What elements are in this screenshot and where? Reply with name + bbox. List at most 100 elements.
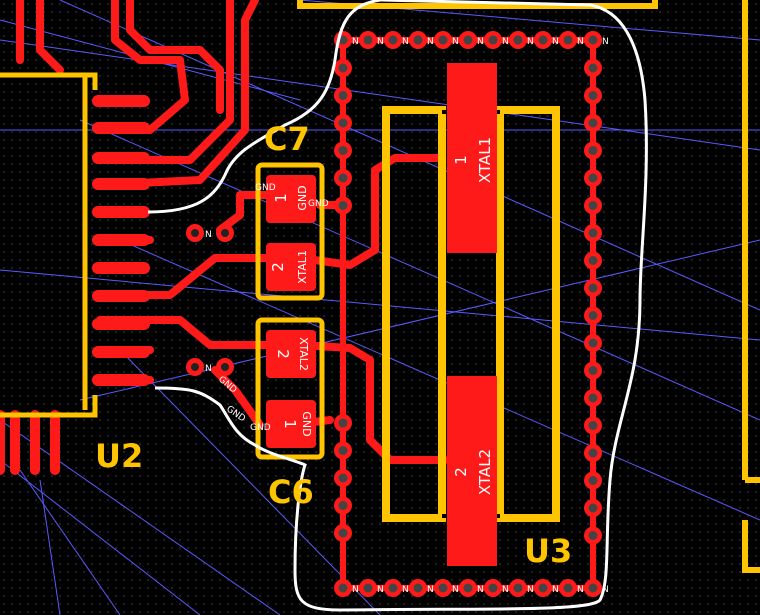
gnd-net-label-c7-right: GND <box>308 199 329 209</box>
u3-pad-hole <box>363 583 373 593</box>
u3-pin-label: N <box>377 585 384 595</box>
u3-pad-hole <box>563 35 573 45</box>
gnd-net-label-c6-pad: GND <box>250 423 271 433</box>
u3-pad-hole <box>338 91 348 100</box>
u3-pin-label: N <box>352 585 359 595</box>
via-net-label-lower: N <box>205 364 212 374</box>
u3-pad-hole <box>588 311 598 320</box>
u3-pad-hole <box>338 63 348 73</box>
via-net-label-upper: N <box>205 230 212 240</box>
u3-pad-hole <box>588 283 598 293</box>
u3-pad-hole <box>588 393 598 403</box>
u3-pin-label: N <box>577 37 584 47</box>
u3-pad-hole <box>338 473 348 483</box>
xtal1-pad-name: XTAL1 <box>476 137 494 183</box>
u2-outline <box>0 72 98 418</box>
u3-pin-label: N <box>477 585 484 595</box>
u3-pad-hole <box>588 531 598 540</box>
u3-pad-hole <box>538 583 548 593</box>
c7-pad2-net: XTAL1 <box>296 250 309 284</box>
u3-pad-hole <box>588 228 598 238</box>
u3-pad-hole <box>338 35 348 45</box>
u3-pad-hole <box>588 421 598 430</box>
u3-pad-hole <box>588 583 598 593</box>
u3-pad-hole <box>338 173 348 183</box>
u3-pad-hole <box>463 583 473 593</box>
u3-footprint <box>334 31 602 597</box>
u3-pad-hole <box>338 528 348 538</box>
u3-pad-hole <box>438 35 448 45</box>
u3-pin-label: N <box>577 585 584 595</box>
u3-pad-hole <box>413 583 423 593</box>
u3-pad-hole <box>588 201 598 210</box>
u3-pin-label: N <box>527 585 534 595</box>
u3-label: U3 <box>524 532 572 570</box>
u3-pin-label: N <box>552 585 559 595</box>
c6-pad1-net: GND <box>300 411 313 436</box>
u3-pad-hole <box>513 583 523 593</box>
u3-pad-hole <box>463 35 473 45</box>
u3-pad-hole <box>588 91 598 100</box>
u3-pin-label: N <box>427 585 434 595</box>
u3-pad-hole <box>588 118 598 128</box>
u3-pin-label: N <box>452 37 459 47</box>
u3-pin-label: N <box>402 37 409 47</box>
u3-pad-hole <box>513 35 523 45</box>
u3-pad-hole <box>588 503 598 513</box>
u3-pad-hole <box>588 256 598 265</box>
c7-label: C7 <box>264 120 310 158</box>
u3-pin-label: N <box>452 585 459 595</box>
c6-footprint <box>255 317 325 460</box>
u3-pin-label: N <box>502 37 509 47</box>
u3-pin-label: N <box>477 37 484 47</box>
u3-pad-hole <box>588 35 598 45</box>
u2-label: U2 <box>95 437 143 475</box>
u3-pad-hole <box>488 583 498 593</box>
u3-pin-label: N <box>602 37 609 47</box>
u3-pad-hole <box>388 35 398 45</box>
u3-pad-hole <box>438 583 448 593</box>
u3-pin-label: N <box>602 585 609 595</box>
u3-pad-hole <box>588 146 598 155</box>
u3-pad-hole <box>588 173 598 183</box>
u3-pad-hole <box>588 448 598 458</box>
c6-pad1-number: 1 <box>281 419 299 429</box>
vias <box>186 224 234 376</box>
u3-pad-hole <box>588 63 598 73</box>
u3-pad-hole <box>338 118 348 128</box>
u3-pad-hole <box>563 583 573 593</box>
u3-pad-hole <box>338 583 348 593</box>
u3-pad-hole <box>338 501 348 510</box>
u3-pin-label: N <box>527 37 534 47</box>
right-component <box>297 0 760 573</box>
u3-pin-label: N <box>427 37 434 47</box>
u3-pad-hole <box>338 418 348 428</box>
u3-pad-hole <box>338 201 348 210</box>
u3-pad-hole <box>413 35 423 45</box>
gnd-net-label-c7-left: GND <box>255 183 276 193</box>
u3-pad-hole <box>588 366 598 375</box>
c6-pad2-number: 2 <box>274 349 292 359</box>
u3-pad-hole <box>588 476 598 485</box>
xtal2-pad-name: XTAL2 <box>476 449 494 495</box>
u3-pad-hole <box>338 146 348 155</box>
u3-pad-hole <box>338 446 348 455</box>
c7-pad2-number: 2 <box>269 262 287 272</box>
u3-pin-label: N <box>552 37 559 47</box>
u3-pin-label: N <box>377 37 384 47</box>
c6-pad2-net: XTAL2 <box>297 337 310 371</box>
u3-pad-hole <box>363 35 373 45</box>
u3-pin-label: N <box>502 585 509 595</box>
keepout-outline <box>147 0 648 612</box>
c7-pad1-net: GND <box>296 185 309 210</box>
c6-label: C6 <box>268 473 314 511</box>
c7-footprint <box>255 162 325 301</box>
u3-pad-hole <box>538 35 548 45</box>
xtal1-pad-number: 1 <box>452 155 470 165</box>
u2-pads <box>92 95 150 386</box>
xtal2-pad-number: 2 <box>452 467 470 477</box>
